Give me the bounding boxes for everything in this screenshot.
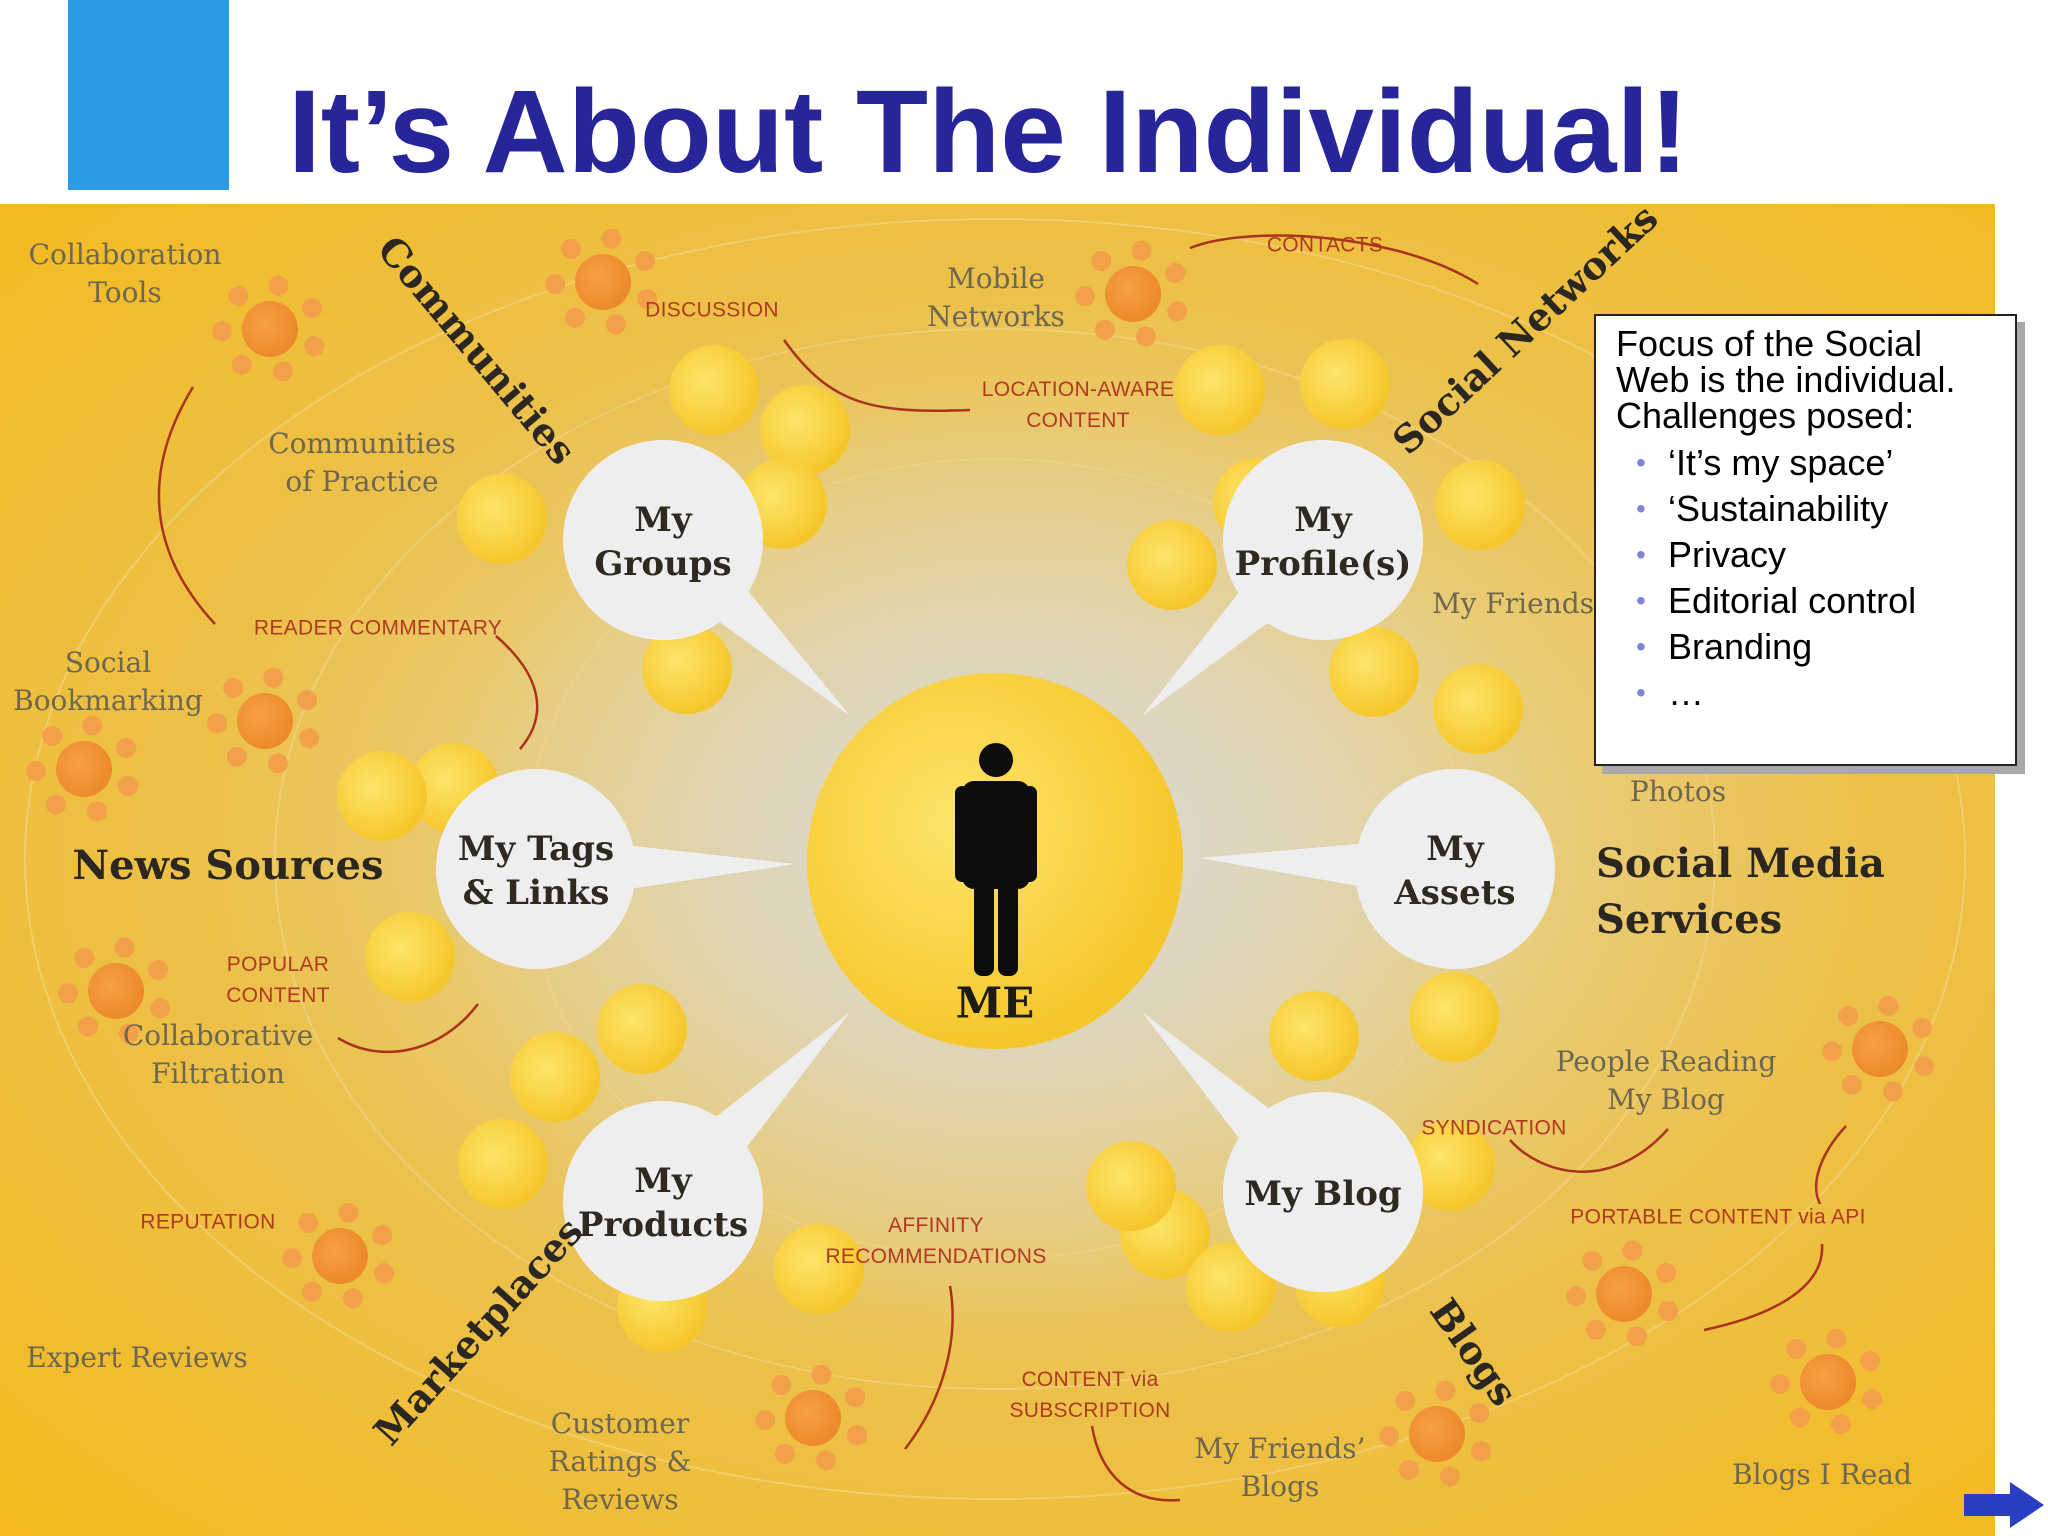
yellow-node	[1433, 664, 1523, 754]
orange-cluster	[1822, 995, 1935, 1102]
connection-label: CONTACTS	[1266, 233, 1384, 257]
yellow-node	[365, 912, 455, 1002]
orange-cluster	[1379, 1380, 1492, 1487]
orange-cluster	[1770, 1328, 1883, 1435]
challenge-item: Privacy	[1636, 532, 1995, 578]
connection-label: PORTABLE CONTENT via API	[1570, 1205, 1866, 1229]
connection-label: SYNDICATION	[1421, 1116, 1567, 1140]
yellow-node	[1086, 1141, 1176, 1231]
callout-line: Challenges posed:	[1616, 395, 1915, 436]
yellow-node	[458, 1119, 548, 1209]
challenge-item: ‘It’s my space’	[1636, 440, 1995, 486]
challenge-item: ‘Sustainability	[1636, 486, 1995, 532]
node-label: My Friends	[1431, 587, 1595, 620]
yellow-node	[669, 345, 759, 435]
orange-cluster	[282, 1202, 395, 1309]
major-label: News Sources	[72, 842, 384, 889]
orange-cluster	[207, 667, 320, 774]
node-label: Blogs I Read	[1732, 1458, 1912, 1491]
bubble-tags: My Tags& Links	[457, 829, 615, 913]
challenge-item: Editorial control	[1636, 578, 1995, 624]
node-label: Photos	[1629, 775, 1727, 808]
focus-callout-box: Focus of the Social Web is the individua…	[1594, 314, 2017, 766]
me-label: ME	[955, 978, 1035, 1028]
yellow-node	[642, 624, 732, 714]
yellow-node	[1329, 627, 1419, 717]
connection-label: READER COMMENTARY	[253, 616, 503, 640]
challenge-item: Branding	[1636, 624, 1995, 670]
yellow-node	[510, 1032, 600, 1122]
yellow-node	[1405, 1121, 1495, 1211]
bubble-circle	[1223, 1092, 1423, 1292]
callout-line: Web is the individual.	[1616, 359, 1956, 400]
orange-cluster	[1566, 1240, 1679, 1347]
orange-cluster	[212, 275, 325, 382]
yellow-node	[337, 751, 427, 841]
bubble-circle	[563, 440, 763, 640]
yellow-node	[1269, 991, 1359, 1081]
yellow-node	[760, 385, 850, 475]
person-icon	[955, 743, 1037, 976]
connection-label: REPUTATION	[140, 1210, 276, 1234]
challenges-list: ‘It’s my space’ ‘Sustainability Privacy …	[1616, 440, 1995, 716]
bubble-circle	[436, 769, 636, 969]
yellow-node	[1300, 339, 1390, 429]
orange-cluster	[545, 228, 658, 335]
yellow-node	[1186, 1242, 1276, 1332]
orange-cluster	[1075, 240, 1188, 347]
yellow-node	[457, 474, 547, 564]
orange-cluster	[26, 715, 139, 822]
yellow-node	[774, 1224, 864, 1314]
challenge-item: …	[1636, 670, 1995, 716]
slide-title: It’s About The Individual!	[288, 66, 1689, 198]
bubble-circle	[1223, 440, 1423, 640]
yellow-node	[1409, 972, 1499, 1062]
connection-label: DISCUSSION	[645, 298, 779, 322]
bubble-blog: My Blog	[1244, 1174, 1402, 1214]
yellow-node	[1175, 345, 1265, 435]
bubble-circle	[1355, 769, 1555, 969]
node-label: Expert Reviews	[26, 1341, 248, 1374]
orange-cluster	[58, 937, 171, 1044]
next-slide-arrow-icon[interactable]	[1964, 1480, 2044, 1530]
callout-line: Focus of the Social	[1616, 323, 1923, 364]
title-accent-block	[68, 0, 229, 190]
yellow-node	[597, 984, 687, 1074]
bubble-circle	[563, 1101, 763, 1301]
node-label: My Friends’Blogs	[1194, 1432, 1366, 1503]
yellow-node	[1435, 460, 1525, 550]
yellow-node	[1127, 520, 1217, 610]
orange-cluster	[755, 1364, 868, 1471]
